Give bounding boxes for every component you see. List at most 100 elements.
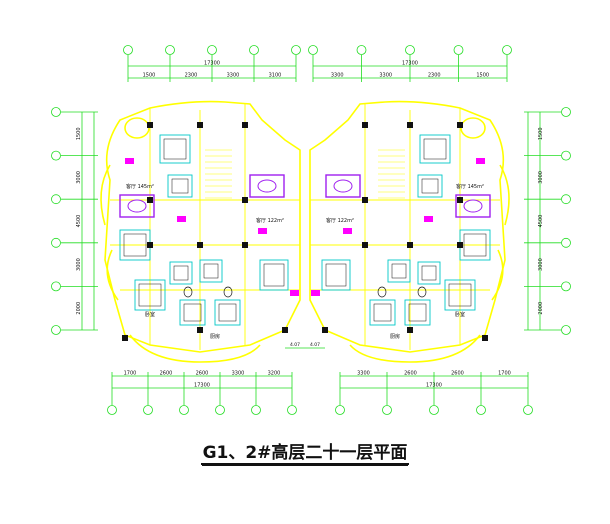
bay-window [491, 249, 504, 301]
dimension-label: 2300 [428, 73, 441, 79]
furniture [167, 174, 193, 198]
dimension-total-label: 17300 [194, 383, 210, 389]
sofa [249, 174, 285, 198]
room-label: 客厅 145m² [456, 183, 484, 190]
door-marker [125, 158, 134, 164]
column [322, 327, 328, 333]
dimension-label: 1500 [476, 73, 489, 79]
axis-bubble [561, 194, 571, 205]
furniture-detail [218, 303, 237, 322]
axis-bubble [51, 237, 61, 248]
furniture-detail [171, 178, 189, 194]
dimension-label: 2600 [160, 371, 173, 377]
axis-bubble [51, 325, 61, 335]
dimension-total-label: 17300 [426, 383, 442, 389]
dimension-label: 2000 [538, 302, 544, 315]
door-marker [424, 216, 433, 222]
door-marker [476, 158, 485, 164]
room-label: 客厅 122m² [256, 217, 284, 224]
furniture-detail [423, 138, 447, 160]
column [147, 242, 153, 248]
unit-furnishing [119, 122, 299, 341]
column [122, 335, 128, 341]
column [407, 242, 413, 248]
sofa [325, 174, 361, 198]
axis-bubble [561, 281, 571, 292]
bay-window [100, 164, 111, 226]
furniture-detail [203, 263, 219, 279]
axis-bubble [107, 405, 117, 415]
fixture [183, 286, 193, 298]
coffee-table [257, 179, 277, 193]
axis-bubble [308, 45, 318, 55]
column [407, 327, 413, 333]
furniture [404, 299, 431, 326]
furniture-detail [408, 303, 427, 322]
room-label: 卧室 [455, 311, 465, 318]
furniture-detail [373, 303, 392, 322]
fixture [223, 286, 233, 298]
axis-bubble [453, 45, 464, 55]
dimension-label: 3300 [357, 371, 370, 377]
dimension-label: 3300 [379, 73, 392, 79]
furniture-detail [173, 265, 189, 281]
dimension-label: 2000 [76, 302, 82, 315]
axis-bubble [502, 45, 512, 55]
axis-bubble [251, 405, 261, 415]
furniture [259, 259, 289, 291]
furniture [419, 134, 451, 164]
column [362, 242, 368, 248]
furniture [179, 299, 206, 326]
dimension-label: 4500 [76, 215, 82, 228]
column [242, 197, 248, 203]
sofa [455, 194, 491, 218]
axis-bubble [51, 281, 61, 292]
bay-window [106, 249, 119, 301]
furniture-detail [163, 138, 187, 160]
exterior-wall [309, 100, 506, 353]
fixture [377, 286, 387, 298]
room-label: 厨房 [390, 333, 400, 340]
axis-bubble [561, 150, 571, 161]
column [197, 122, 203, 128]
axis-bubble [561, 107, 571, 117]
column [282, 327, 288, 333]
furniture [417, 261, 441, 285]
dimension-label: 3300 [232, 371, 245, 377]
balcony [129, 334, 261, 363]
dimension-label: 2300 [185, 73, 198, 79]
round-balcony [460, 117, 486, 139]
axis-bubble [51, 150, 61, 161]
bay-window [499, 164, 510, 226]
axis-bubble [291, 45, 301, 55]
axis-bubble [215, 405, 225, 415]
furniture [369, 299, 396, 326]
column [197, 327, 203, 333]
furniture [417, 174, 443, 198]
room-label: 卧室 [145, 311, 155, 318]
dimension-label: 3000 [538, 258, 544, 271]
axis-bubble [165, 45, 175, 55]
dimension-label: 1500 [143, 73, 156, 79]
column [362, 197, 368, 203]
drawing-title: G1、2#高层二十一层平面 [0, 438, 610, 466]
coffee-table [463, 199, 483, 213]
furniture [169, 261, 193, 285]
dimension-label: 1700 [498, 371, 511, 377]
column [457, 242, 463, 248]
axis-bubble [179, 405, 189, 415]
axis-bubble [143, 405, 153, 415]
column [457, 197, 463, 203]
axis-bubble [405, 45, 415, 55]
axis-bubble [207, 45, 217, 55]
sofa [119, 194, 155, 218]
column [407, 122, 413, 128]
furniture-detail [463, 233, 487, 257]
unit-furnishing [311, 122, 491, 341]
column [457, 122, 463, 128]
column [482, 335, 488, 341]
furniture [199, 259, 223, 283]
furniture-detail [421, 265, 437, 281]
axis-bubble [287, 405, 297, 415]
door-marker [177, 216, 186, 222]
